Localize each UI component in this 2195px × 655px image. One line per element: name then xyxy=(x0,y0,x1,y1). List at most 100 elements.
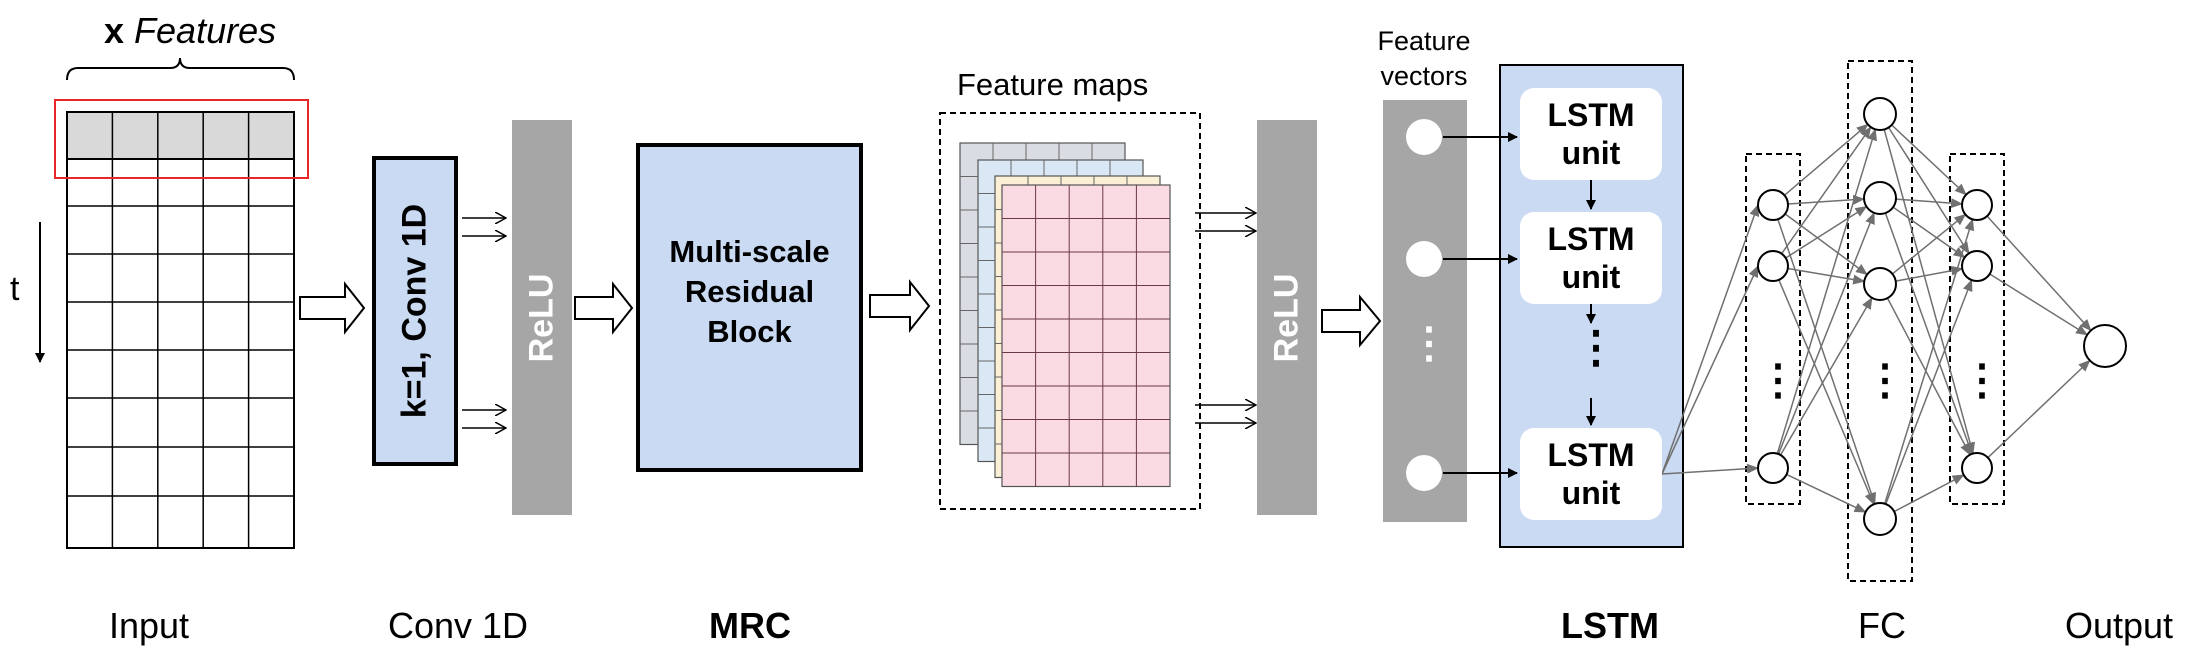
fc-frame-2 xyxy=(1847,60,1913,582)
stage-label-conv: Conv 1D xyxy=(387,605,529,646)
lstm-unit-text-line2: unit xyxy=(1561,475,1621,511)
conv-box xyxy=(372,156,458,466)
fc-link xyxy=(1786,473,1867,513)
fc-ellipsis-3: ⋮ xyxy=(1961,356,2003,403)
fc-link xyxy=(1783,123,1869,196)
stage-label-input: Input xyxy=(108,605,190,646)
relu-label-1: ReLU xyxy=(522,273,561,363)
fc-nodes xyxy=(1757,97,1993,536)
fc-link xyxy=(1887,127,1970,255)
feature-maps-frame xyxy=(939,112,1201,510)
feature-vector-node xyxy=(1406,241,1442,277)
mrc-box xyxy=(636,143,863,472)
lstm-unit-text-line1: LSTM xyxy=(1547,437,1635,473)
input-grid xyxy=(54,99,309,549)
lstm-unit-text-line2: unit xyxy=(1561,135,1621,171)
fc-link xyxy=(1785,205,1868,259)
fc-link xyxy=(1776,128,1877,454)
feature-map-layer xyxy=(1001,184,1171,488)
time-label: t xyxy=(10,270,20,308)
stage-label-lstm: LSTM xyxy=(1561,605,1659,646)
fc-node xyxy=(1757,250,1789,282)
feature-vector-node xyxy=(1406,119,1442,155)
fc-link xyxy=(1886,297,1971,456)
fc-link xyxy=(1893,474,1965,513)
vector-to-lstm-arrows xyxy=(1443,132,1518,478)
fc-link xyxy=(1895,198,1964,209)
input-cells xyxy=(67,112,294,548)
fc-node xyxy=(1863,181,1897,215)
conv-box-text: k=1, Conv 1D xyxy=(395,203,434,419)
fc-node xyxy=(1961,452,1993,484)
block-arrow-1 xyxy=(299,281,366,335)
fc-link xyxy=(1986,215,2092,332)
mrc-text-line1: Multi-scale xyxy=(669,234,830,269)
fc-link xyxy=(1778,279,1875,506)
fc-link xyxy=(1885,279,1973,505)
stage-label-mrc: MRC xyxy=(709,605,791,646)
input-highlight-box xyxy=(54,99,309,179)
fc-link xyxy=(1787,194,1866,205)
fc-node xyxy=(1863,267,1897,301)
mrc-text-line2: Residual xyxy=(684,274,815,309)
input-header-row xyxy=(66,111,295,160)
fc-frame-3 xyxy=(1949,153,2005,505)
fc-link xyxy=(1891,124,1967,196)
fc-link xyxy=(1661,265,1759,475)
fc-link xyxy=(1883,129,1975,455)
relu-bar-2 xyxy=(1257,120,1317,515)
double-arrows-2 xyxy=(1195,213,1255,423)
features-x-symbol: x xyxy=(104,10,125,51)
relu-label-2: ReLU xyxy=(1267,273,1306,363)
fc-link xyxy=(1891,213,1967,275)
fc-node xyxy=(1863,502,1897,536)
fc-link xyxy=(1989,273,2089,336)
features-header: x Features xyxy=(104,10,276,52)
lstm-unit-text-line1: LSTM xyxy=(1547,97,1635,133)
feature-vectors-title-line2: vectors xyxy=(1380,61,1468,91)
features-header-text: Features xyxy=(134,10,277,51)
feature-vectors-title: Feature vectors xyxy=(1376,24,1472,94)
fc-link xyxy=(1661,463,1759,475)
fc-ellipsis-1: ⋮ xyxy=(1757,356,1799,403)
fc-link xyxy=(1787,267,1866,285)
output-node xyxy=(2083,324,2127,368)
features-brace xyxy=(66,57,295,81)
fc-link xyxy=(1777,218,1877,505)
lstm-unit-text-line1: LSTM xyxy=(1547,221,1635,257)
fc-node xyxy=(1757,189,1789,221)
fc-link xyxy=(1784,213,1868,276)
double-arrows-1 xyxy=(462,218,505,428)
stage-label-output: Output xyxy=(2064,605,2174,646)
fc-link xyxy=(1987,359,2091,459)
fc-link xyxy=(1892,206,1966,259)
fc-link xyxy=(1661,204,1760,475)
fc-link xyxy=(1777,211,1875,455)
fc-frame-1 xyxy=(1745,153,1801,505)
fc-link xyxy=(1884,212,1973,455)
mrc-text-line3: Block xyxy=(707,314,792,349)
feature-map-stack xyxy=(959,142,1171,488)
fc-link xyxy=(1884,218,1975,504)
lstm-unit-text-line2: unit xyxy=(1561,259,1621,295)
stage-label-fc: FC xyxy=(1858,605,1906,646)
feature-vector-node xyxy=(1406,455,1442,491)
block-arrow-3 xyxy=(869,279,931,333)
feature-maps-title: Feature maps xyxy=(957,67,1149,102)
feature-vector-bar xyxy=(1383,100,1467,522)
fc-node xyxy=(1863,97,1897,131)
feature-vectors-ellipsis: ⋮ xyxy=(1408,319,1450,366)
fc-ellipsis-2: ⋮ xyxy=(1864,356,1906,403)
input-grid-border xyxy=(66,111,295,549)
fc-link xyxy=(1781,126,1872,255)
relu-bar-1 xyxy=(512,120,572,515)
fc-link xyxy=(1779,296,1873,456)
fc-link xyxy=(1895,265,1964,282)
lstm-ellipsis: ⋮ xyxy=(1574,323,1618,372)
block-arrow-2 xyxy=(574,281,634,335)
